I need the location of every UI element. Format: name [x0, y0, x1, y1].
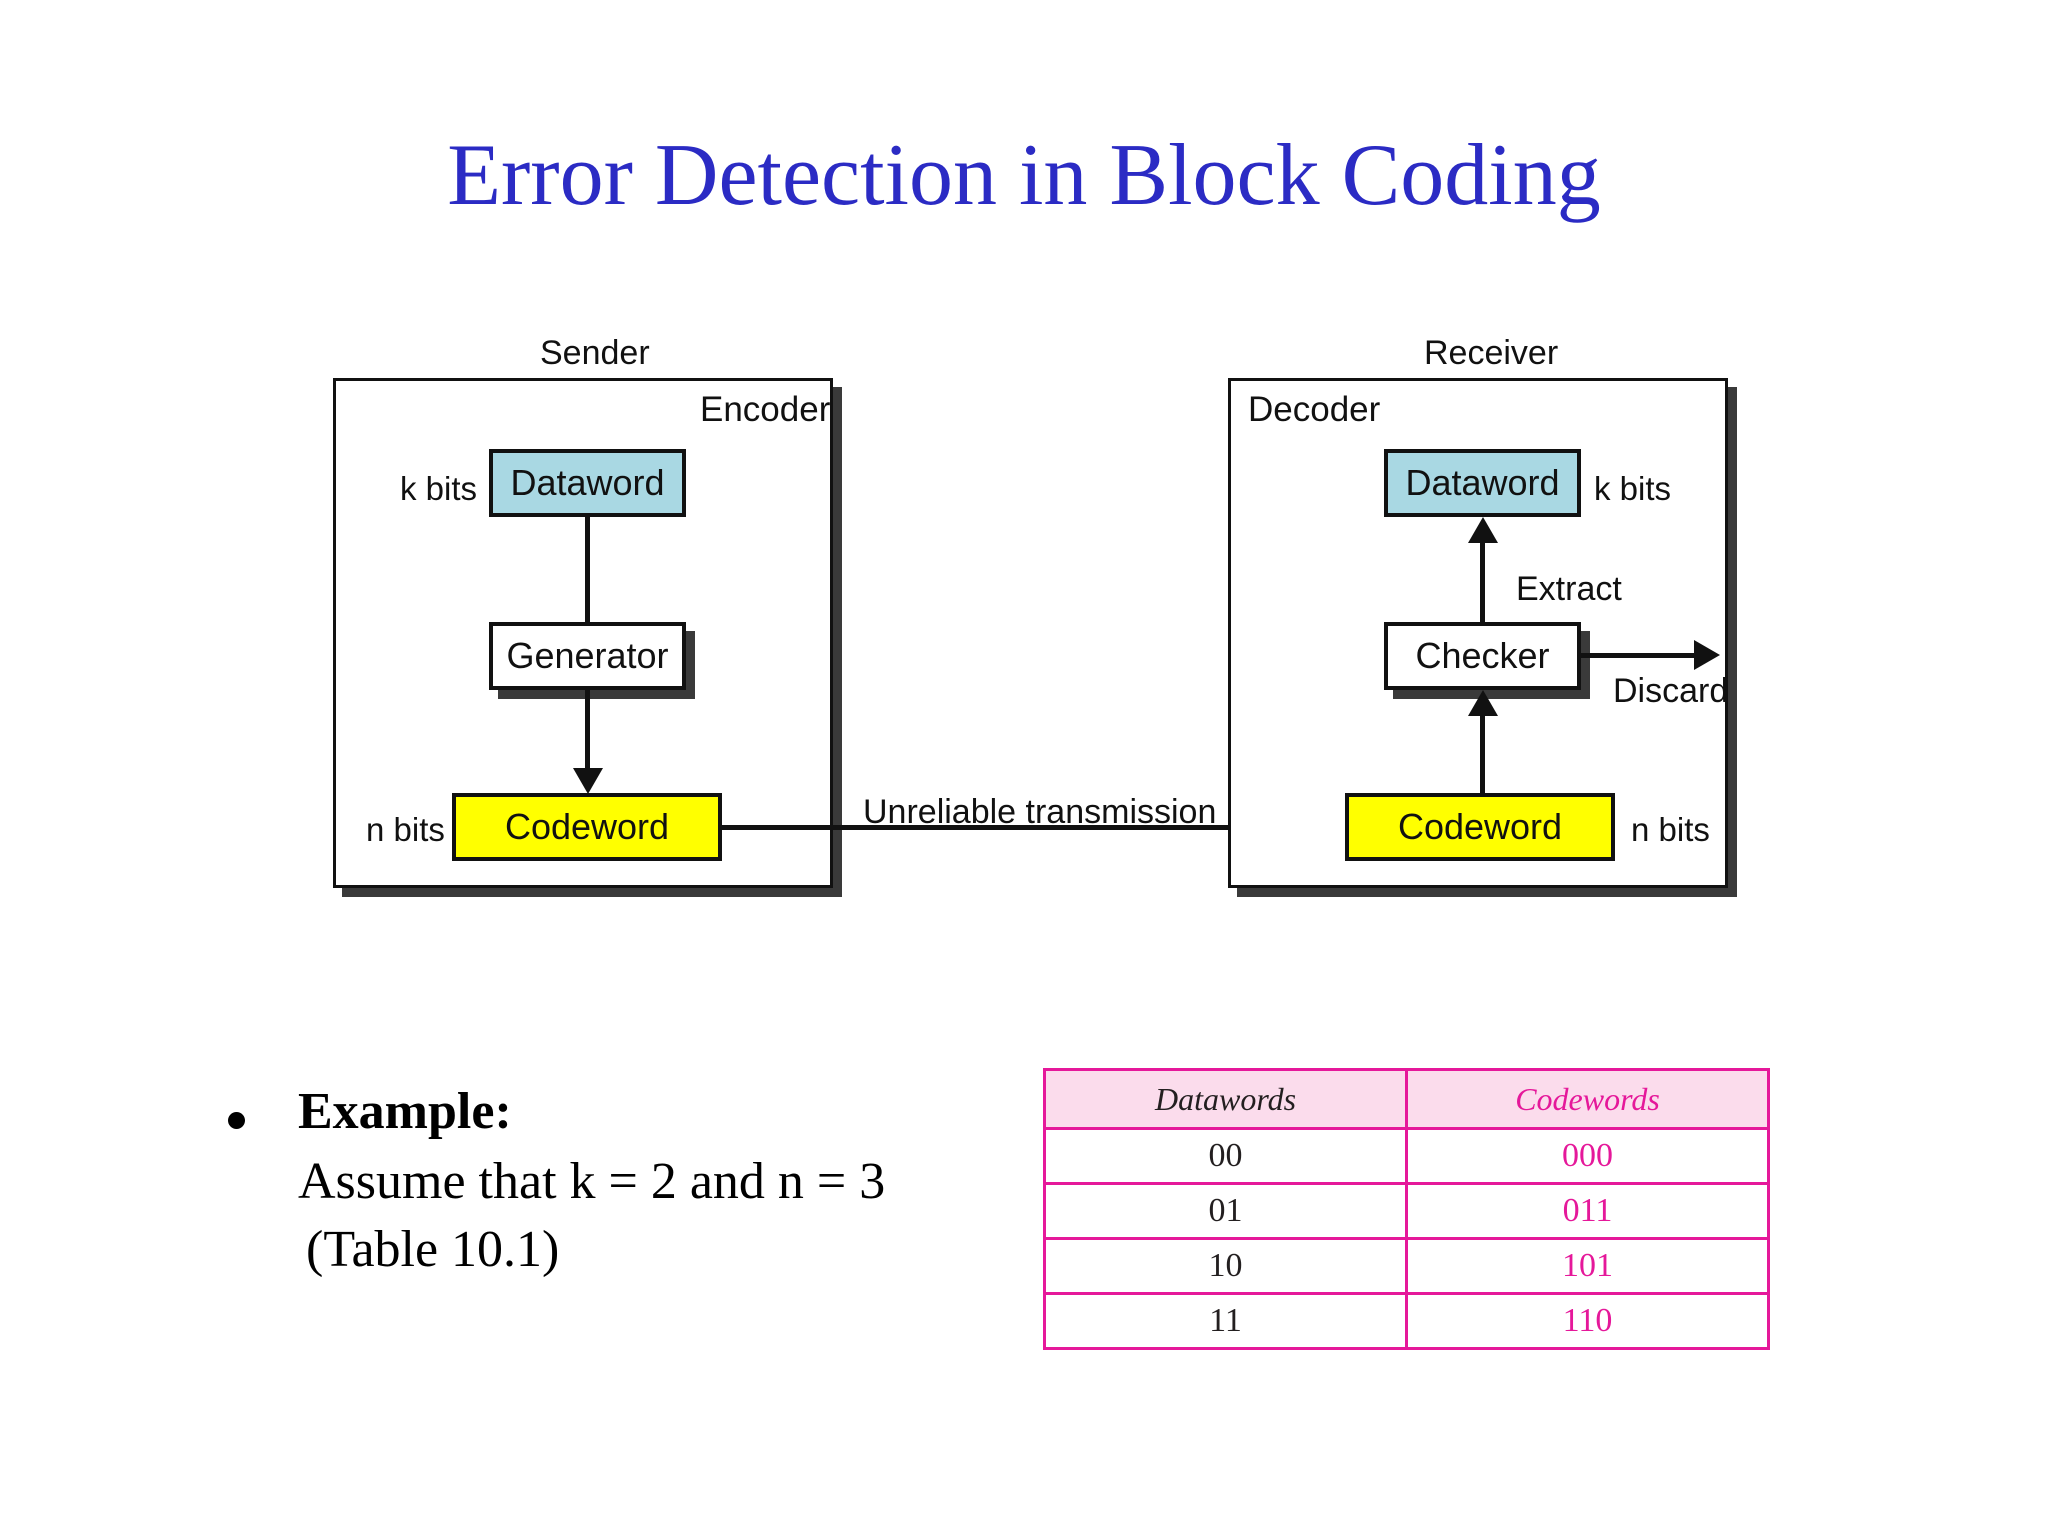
- receiver-codeword-node: Codeword: [1345, 793, 1615, 861]
- table-row: 01 011: [1043, 1182, 1770, 1240]
- cell-dataword: 00: [1043, 1127, 1408, 1185]
- cell-codeword: 110: [1405, 1292, 1770, 1350]
- sender-generator-codeword-line: [585, 690, 590, 783]
- table-row: 00 000: [1043, 1127, 1770, 1185]
- receiver-caption: Receiver: [1424, 334, 1559, 372]
- sender-n-bits-label: n bits: [366, 811, 445, 848]
- sender-dataword-generator-line: [585, 517, 590, 622]
- checker-node: Checker: [1384, 622, 1581, 690]
- example-line-1: Assume that k = 2 and n = 3: [298, 1153, 886, 1210]
- table-header-datawords: Datawords: [1043, 1068, 1408, 1130]
- encoder-label: Encoder: [700, 390, 831, 429]
- sender-caption: Sender: [540, 334, 650, 372]
- generator-node: Generator: [489, 622, 686, 690]
- cell-codeword: 000: [1405, 1127, 1770, 1185]
- example-heading: Example:: [298, 1083, 512, 1140]
- cell-codeword: 011: [1405, 1182, 1770, 1240]
- discard-line: [1581, 653, 1706, 658]
- cell-dataword: 11: [1043, 1292, 1408, 1350]
- discard-label: Discard: [1613, 672, 1729, 710]
- sender-dataword-node: Dataword: [489, 449, 686, 517]
- receiver-codeword-checker-line: [1480, 716, 1485, 793]
- cell-dataword: 10: [1043, 1237, 1408, 1295]
- transmission-line: [722, 825, 1342, 830]
- table-row: 11 110: [1043, 1292, 1770, 1350]
- cell-dataword: 01: [1043, 1182, 1408, 1240]
- extract-label: Extract: [1516, 570, 1622, 608]
- table-header-codewords: Codewords: [1405, 1068, 1770, 1130]
- decoder-label: Decoder: [1248, 390, 1381, 429]
- receiver-n-bits-label: n bits: [1631, 811, 1710, 848]
- table-row: 10 101: [1043, 1237, 1770, 1295]
- table-header-row: Datawords Codewords: [1043, 1068, 1770, 1130]
- extract-arrow: [1468, 517, 1498, 543]
- example-line-2: (Table 10.1): [306, 1221, 560, 1278]
- example-bullet-icon: [228, 1112, 245, 1129]
- cell-codeword: 101: [1405, 1237, 1770, 1295]
- receiver-dataword-node: Dataword: [1384, 449, 1581, 517]
- dataword-codeword-table: Datawords Codewords 00 000 01 011 10 101…: [1043, 1068, 1770, 1350]
- receiver-k-bits-label: k bits: [1594, 470, 1672, 507]
- discard-arrow: [1694, 640, 1720, 670]
- unreliable-transmission-label: Unreliable transmission: [863, 793, 1217, 831]
- sender-k-bits-label: k bits: [400, 470, 478, 507]
- page-title: Error Detection in Block Coding: [447, 127, 1601, 224]
- sender-generator-codeword-arrow: [573, 768, 603, 794]
- extract-line: [1480, 543, 1485, 622]
- sender-codeword-node: Codeword: [452, 793, 722, 861]
- receiver-codeword-checker-arrow: [1468, 690, 1498, 716]
